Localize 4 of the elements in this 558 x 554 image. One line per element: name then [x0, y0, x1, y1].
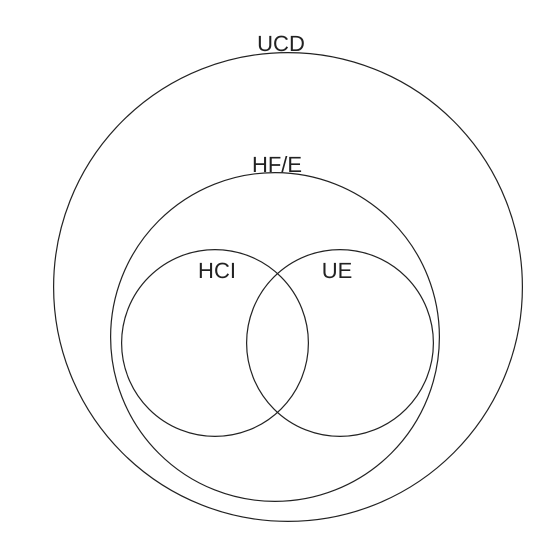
set-label: HF/E	[252, 153, 302, 177]
set-label: HCI	[198, 259, 236, 283]
set-label: UE	[322, 259, 352, 283]
set-label: UCD	[257, 32, 305, 56]
